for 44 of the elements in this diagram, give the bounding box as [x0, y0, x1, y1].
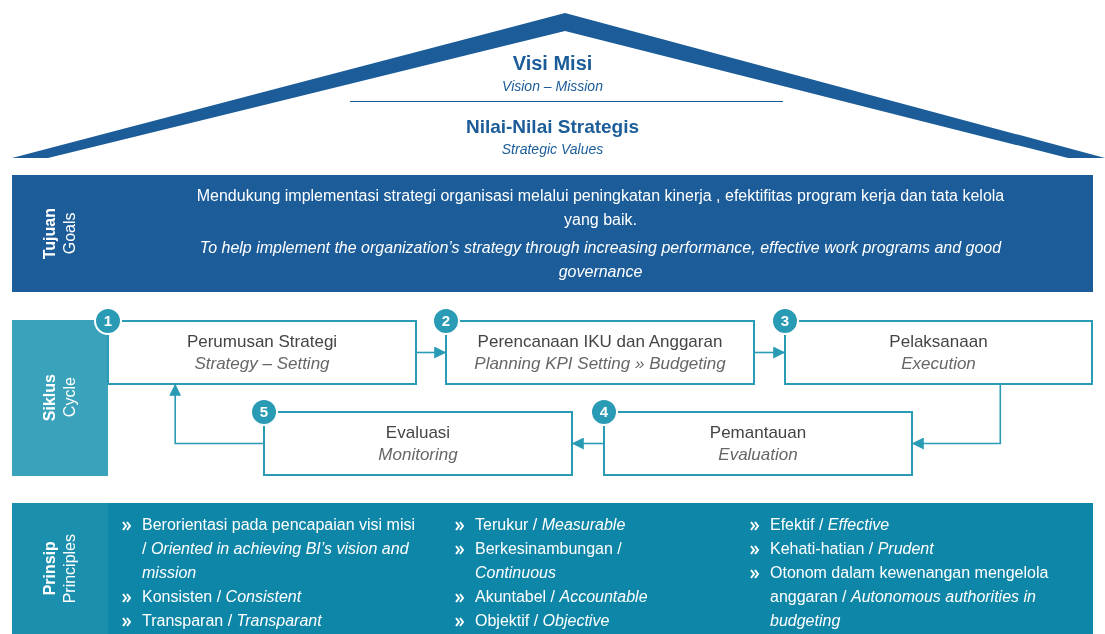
- step-number-badge: 2: [432, 307, 460, 335]
- step-text: Pemantauan: [709, 421, 807, 444]
- principle-text: Berkesinambungan / Continuous: [475, 540, 622, 581]
- arrow: [169, 383, 264, 445]
- goal-text: To help implement the organization’s strategy through increasing performance, effective work programs and good governance: [198, 237, 1003, 282]
- arrow: [416, 346, 447, 359]
- step-number-badge: 5: [250, 398, 278, 426]
- heading-text: Visi Misi: [512, 52, 593, 75]
- step-text: Planning KPI Setting » Budgeting: [474, 352, 726, 375]
- step-text: Pelaksanaan: [889, 330, 988, 353]
- goal-band: [108, 175, 1093, 292]
- principle-text: Efektif / Effective: [770, 516, 890, 533]
- step-text: Monitoring: [378, 443, 458, 466]
- principle-text: Objektif / Objective: [475, 612, 610, 629]
- section-label: Tujuan: [40, 207, 59, 260]
- step-text: Execution: [901, 352, 976, 375]
- principle-text: Otonom dalam kewenangan mengelola anggaran / Autonomous authorities in budgeting: [770, 564, 1049, 629]
- step-number-badge: 1: [94, 307, 122, 335]
- heading-text: Nilai-Nilai Strategis: [465, 116, 640, 138]
- section-label: Siklus: [40, 374, 59, 422]
- side-tab: [12, 503, 108, 634]
- goal-text: Mendukung implementasi strategi organisasi melalui peningkatan kinerja , efektifitas program kerja dan tata kelola yang baik.: [195, 185, 1006, 230]
- step-text: Evaluasi: [385, 421, 451, 444]
- step-text: Perumusan Strategi: [186, 330, 338, 353]
- subheading-text: Strategic Values: [501, 141, 604, 157]
- subheading-text: Vision – Mission: [502, 78, 603, 94]
- principle-text: Berorientasi pada pencapaian visi misi / Oriented in achieving BI’s vision and mission: [142, 516, 416, 581]
- side-tab: [12, 175, 108, 292]
- step-number-badge: 3: [771, 307, 799, 335]
- section-label: Goals: [60, 211, 79, 257]
- step-text: Perencanaan IKU dan Anggaran: [477, 330, 723, 353]
- section-label: Prinsip: [40, 540, 59, 598]
- principle-text: Transparan / Transparant: [142, 612, 322, 629]
- step-number-badge: 4: [590, 398, 618, 426]
- arrow: [754, 346, 786, 359]
- section-label: Principles: [60, 533, 79, 604]
- step-text: Strategy – Setting: [194, 352, 330, 375]
- principle-text: Kehati-hatian / Prudent: [770, 540, 934, 557]
- principle-text: Terukur / Measurable: [475, 516, 626, 533]
- principle-text: Akuntabel / Accountable: [475, 588, 648, 605]
- principles-band: [108, 503, 1093, 634]
- principle-text: Konsisten / Consistent: [142, 588, 302, 605]
- step-text: Evaluation: [718, 443, 798, 466]
- section-label: Cycle: [60, 376, 79, 420]
